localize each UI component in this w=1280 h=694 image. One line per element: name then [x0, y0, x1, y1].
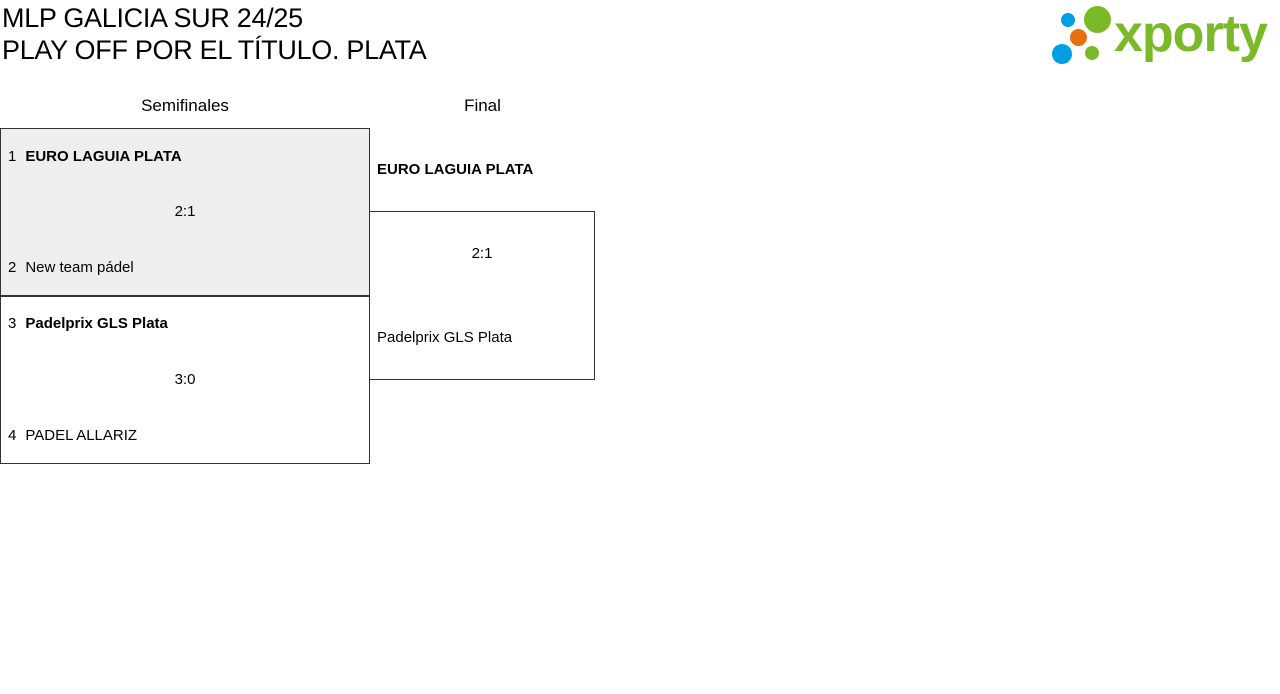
logo-dot-icon	[1061, 13, 1075, 27]
semifinal-match-2[interactable]: 3 Padelprix GLS Plata 3:0 4 PADEL ALLARIZ	[0, 295, 370, 464]
team-name: Padelprix GLS Plata	[377, 329, 513, 346]
seed-number: 2	[8, 259, 17, 276]
logo-text: xporty	[1114, 5, 1268, 63]
seed-number: 3	[8, 315, 17, 332]
seed-number: 1	[8, 148, 17, 165]
match-score: 2:1	[471, 245, 493, 262]
final-winner: EURO LAGUIA PLATA	[377, 161, 534, 178]
team-name: New team pádel	[25, 259, 134, 276]
logo-dot-icon	[1084, 6, 1111, 33]
logo-dot-icon	[1085, 46, 1099, 60]
xporty-logo[interactable]: xporty	[1050, 2, 1276, 68]
team-name: EURO LAGUIA PLATA	[25, 148, 182, 165]
round-header-semifinals: Semifinales	[141, 96, 229, 115]
match-score: 2:1	[174, 203, 196, 220]
page-title: MLP GALICIA SUR 24/25	[2, 3, 303, 33]
match-score: 3:0	[174, 371, 196, 388]
team-row: 1 EURO LAGUIA PLATA	[8, 148, 182, 165]
team-row: 2 New team pádel	[8, 259, 134, 276]
page-subtitle: PLAY OFF POR EL TÍTULO. PLATA	[2, 35, 427, 65]
team-row: 3 Padelprix GLS Plata	[8, 315, 168, 332]
team-row: 4 PADEL ALLARIZ	[8, 427, 137, 444]
round-header-final: Final	[464, 96, 501, 115]
team-name: Padelprix GLS Plata	[25, 315, 168, 332]
team-name: PADEL ALLARIZ	[25, 427, 138, 444]
logo-dot-icon	[1052, 44, 1072, 64]
final-match[interactable]: 2:1 Padelprix GLS Plata	[369, 211, 595, 380]
logo-dot-icon	[1070, 29, 1087, 46]
seed-number: 4	[8, 427, 17, 444]
semifinal-match-1[interactable]: 1 EURO LAGUIA PLATA 2:1 2 New team pádel	[0, 128, 370, 297]
